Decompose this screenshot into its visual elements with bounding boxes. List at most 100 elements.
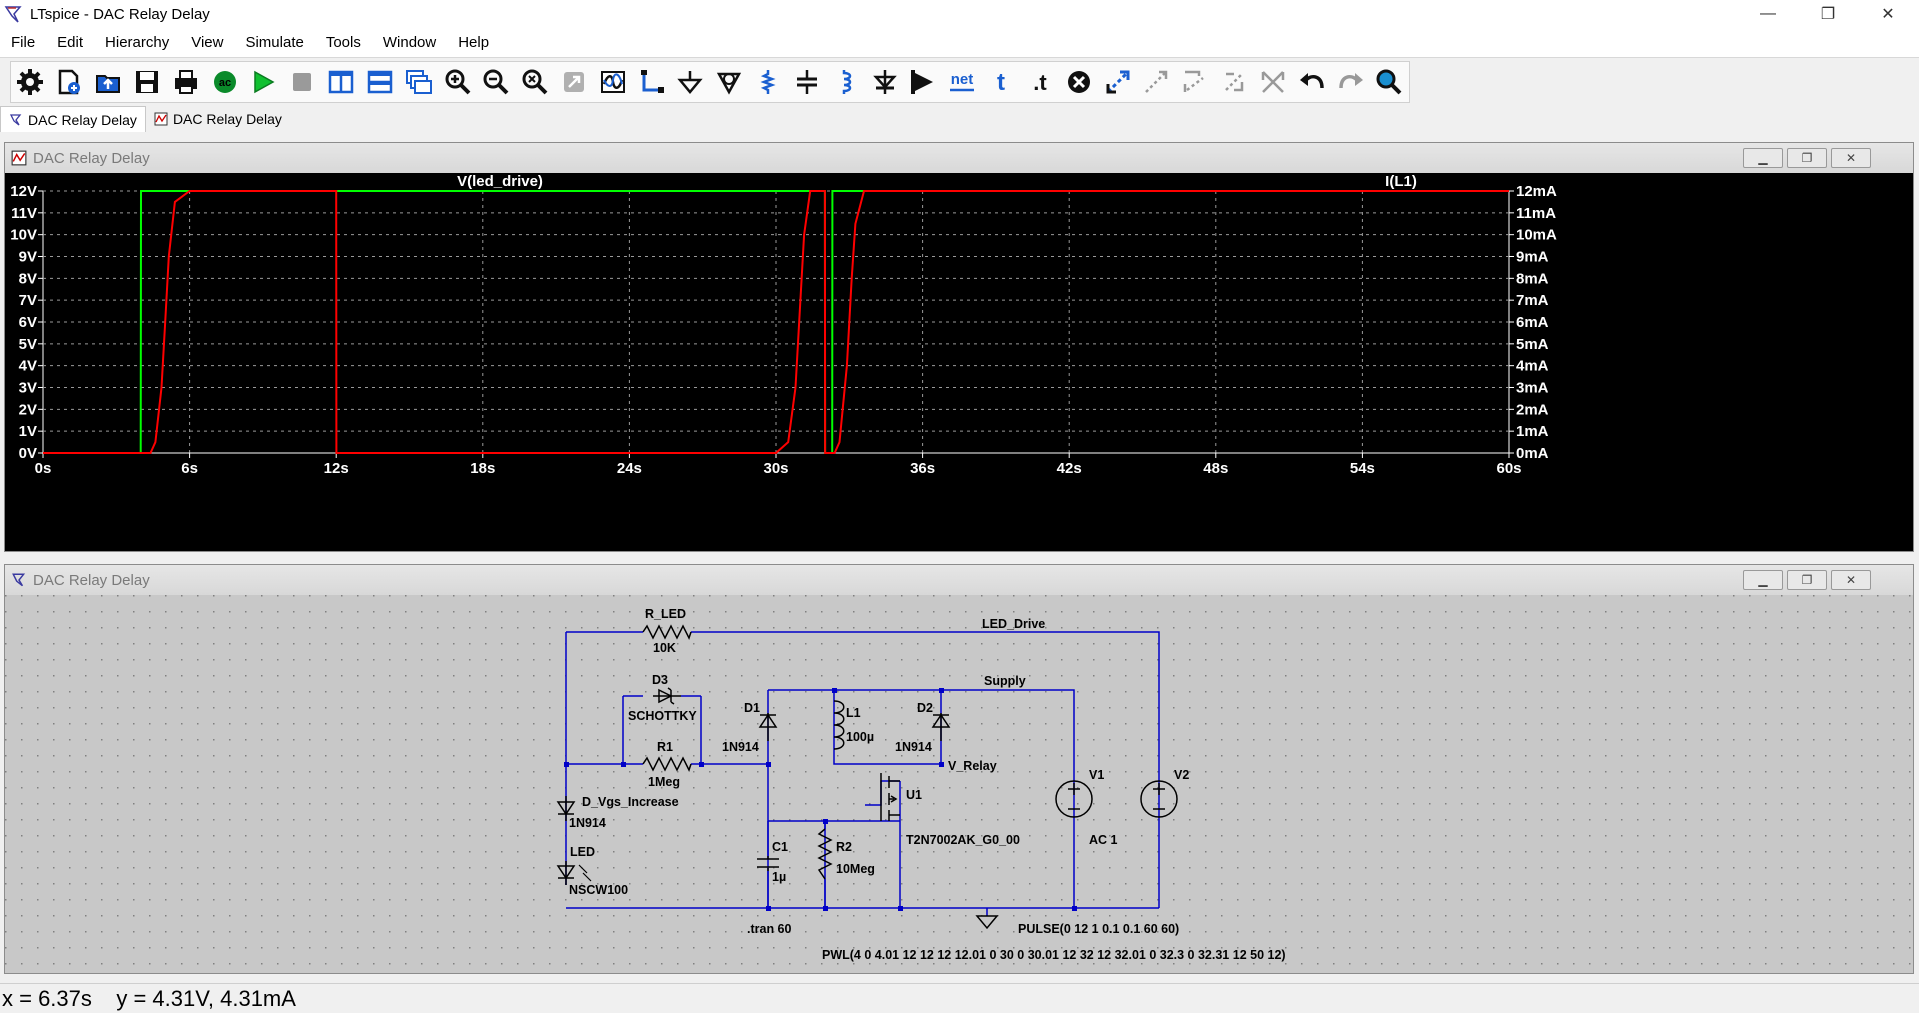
cascade-button[interactable] — [399, 63, 438, 101]
plot-minimize-button[interactable]: ▁ — [1743, 148, 1783, 168]
text-button[interactable]: t — [982, 63, 1021, 101]
move-button[interactable] — [1137, 63, 1176, 101]
menu-tools[interactable]: Tools — [325, 34, 361, 51]
value-d2[interactable]: 1N914 — [895, 740, 932, 754]
label-r-led[interactable]: R_LED — [645, 607, 686, 621]
source-v2-value[interactable]: PULSE(0 12 1 0.1 0.1 60 60) — [1018, 922, 1179, 936]
plot-close-button[interactable]: ✕ — [1831, 148, 1871, 168]
menu-view[interactable]: View — [191, 34, 224, 51]
label-v-relay[interactable]: V_Relay — [948, 759, 997, 773]
menu-window[interactable]: Window — [382, 34, 437, 51]
drag-button[interactable] — [1176, 63, 1215, 101]
close-button[interactable]: ✕ — [1881, 6, 1895, 23]
menu-simulate[interactable]: Simulate — [245, 34, 304, 51]
junction-dots — [564, 688, 1077, 911]
restore-button[interactable]: ❐ — [1820, 6, 1836, 23]
label-d1[interactable]: D1 — [744, 701, 760, 715]
label-r1[interactable]: R1 — [657, 740, 673, 754]
zoom-back-button[interactable] — [555, 63, 594, 101]
label-d-vgs[interactable]: D_Vgs_Increase — [582, 795, 679, 809]
settings-button[interactable] — [11, 63, 50, 101]
new-schematic-button[interactable] — [50, 63, 89, 101]
autorange-button[interactable] — [593, 63, 632, 101]
tile-vertical-button[interactable] — [322, 63, 361, 101]
spice-directive-tran[interactable]: .tran 60 — [747, 922, 792, 936]
net-label-button[interactable]: net — [943, 63, 982, 101]
trace-v-led-drive[interactable] — [43, 190, 1509, 454]
tab-waveform[interactable]: DAC Relay Delay — [146, 106, 290, 132]
zoom-fit-button[interactable] — [516, 63, 555, 101]
schematic-canvas[interactable]: R_LED 10K LED_Drive D3 SCHOTTKY R1 1Meg … — [5, 595, 1913, 973]
redo-button[interactable] — [1331, 63, 1370, 101]
x-tick: 6s — [181, 460, 198, 477]
label-r2[interactable]: R2 — [836, 840, 852, 854]
wire-icon — [640, 70, 664, 93]
find-button[interactable] — [1370, 63, 1409, 101]
plot-maximize-button[interactable]: ❐ — [1787, 148, 1827, 168]
value-r-led[interactable]: 10K — [653, 641, 676, 655]
control-panel-button[interactable]: ac — [205, 63, 244, 101]
duplicate-button[interactable] — [1098, 63, 1137, 101]
value-v1[interactable]: AC 1 — [1089, 833, 1118, 847]
y-tick-right: 6mA — [1516, 314, 1549, 331]
label-led[interactable]: LED — [570, 845, 595, 859]
trace-label-i-l1[interactable]: I(L1) — [1385, 173, 1417, 190]
menu-file[interactable]: File — [11, 34, 36, 51]
resistor-button[interactable] — [749, 63, 788, 101]
capacitor-button[interactable] — [788, 63, 827, 101]
menu-edit[interactable]: Edit — [57, 34, 84, 51]
zoom-out-button[interactable] — [477, 63, 516, 101]
mirror-button[interactable] — [1254, 63, 1293, 101]
label-v2[interactable]: V2 — [1174, 768, 1189, 782]
x-tick: 30s — [763, 460, 788, 477]
print-button[interactable] — [166, 63, 205, 101]
delete-button[interactable] — [1059, 63, 1098, 101]
halt-button[interactable] — [283, 63, 322, 101]
label-v1[interactable]: V1 — [1089, 768, 1104, 782]
schematic-maximize-button[interactable]: ❐ — [1787, 570, 1827, 590]
tab-schematic[interactable]: DAC Relay Delay — [0, 106, 146, 132]
label-d2[interactable]: D2 — [917, 701, 933, 715]
value-r2[interactable]: 10Meg — [836, 862, 875, 876]
tile-horizontal-button[interactable] — [360, 63, 399, 101]
value-d1[interactable]: 1N914 — [722, 740, 759, 754]
schematic-close-button[interactable]: ✕ — [1831, 570, 1871, 590]
diode-button[interactable] — [865, 63, 904, 101]
value-c1[interactable]: 1µ — [772, 870, 786, 884]
menu-hierarchy[interactable]: Hierarchy — [105, 34, 170, 51]
label-u1[interactable]: U1 — [906, 788, 922, 802]
trace-i-l1[interactable] — [43, 190, 1509, 454]
label-l1[interactable]: L1 — [846, 706, 861, 720]
wire-button[interactable] — [632, 63, 671, 101]
rotate-button[interactable] — [1215, 63, 1254, 101]
spice-directive-button[interactable]: .t — [1021, 63, 1060, 101]
inductor-button[interactable] — [826, 63, 865, 101]
net-label-icon: net — [950, 71, 975, 92]
schematic-components — [556, 624, 1178, 930]
value-u1[interactable]: T2N7002AK_G0_00 — [906, 833, 1020, 847]
voltage-probe-button[interactable] — [710, 63, 749, 101]
zoom-in-button[interactable] — [438, 63, 477, 101]
value-r1[interactable]: 1Meg — [648, 775, 680, 789]
label-c1[interactable]: C1 — [772, 840, 788, 854]
value-l1[interactable]: 100µ — [846, 730, 874, 744]
save-button[interactable] — [127, 63, 166, 101]
label-supply[interactable]: Supply — [984, 674, 1026, 688]
source-v1-value[interactable]: PWL(4 0 4.01 12 12 12 12.01 0 30 0 30.01… — [822, 948, 1286, 962]
minimize-button[interactable]: — — [1760, 5, 1776, 22]
schematic-minimize-button[interactable]: ▁ — [1743, 570, 1783, 590]
run-button[interactable] — [244, 63, 283, 101]
label-led-drive[interactable]: LED_Drive — [982, 617, 1045, 631]
component-button[interactable] — [904, 63, 943, 101]
value-led[interactable]: NSCW100 — [569, 883, 628, 897]
undo-button[interactable] — [1292, 63, 1331, 101]
label-d3[interactable]: D3 — [652, 673, 668, 687]
trace-label-v-led-drive[interactable]: V(led_drive) — [457, 173, 543, 190]
menu-help[interactable]: Help — [458, 34, 490, 51]
ground-button[interactable] — [671, 63, 710, 101]
value-d3[interactable]: SCHOTTKY — [628, 709, 697, 723]
diode-d3 — [653, 687, 681, 705]
value-d-vgs[interactable]: 1N914 — [569, 816, 606, 830]
open-button[interactable] — [89, 63, 128, 101]
